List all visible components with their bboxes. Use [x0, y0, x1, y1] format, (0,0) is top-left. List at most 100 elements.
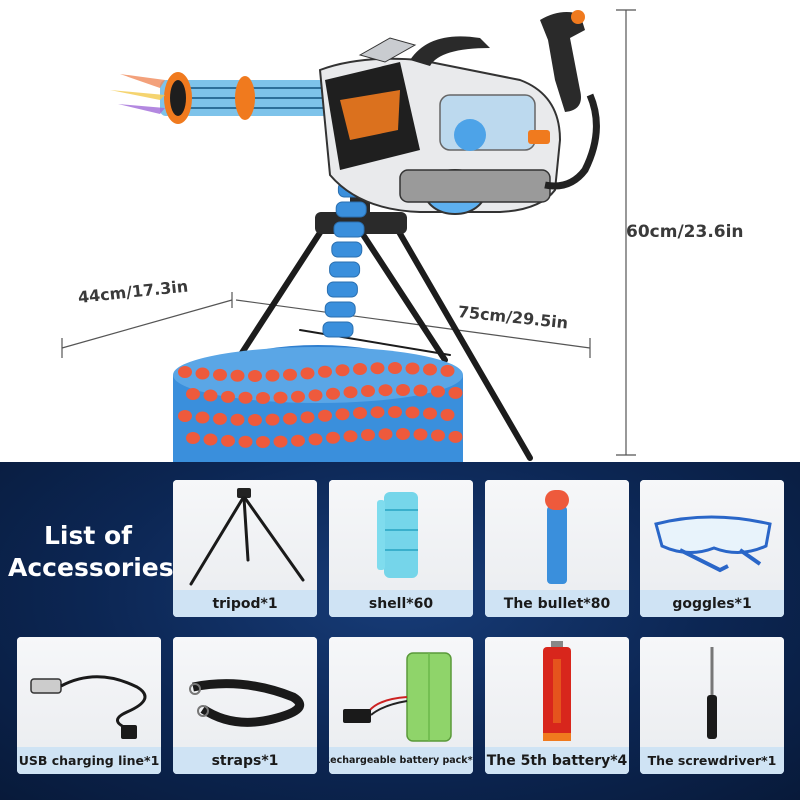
dart-tip	[195, 411, 210, 424]
dart-tip	[440, 364, 455, 377]
dart-tip	[291, 434, 305, 447]
dart-tip	[213, 368, 227, 381]
dart-tip	[203, 389, 218, 402]
ammo-belt-segment	[331, 241, 363, 258]
dart-tip	[230, 369, 245, 382]
accessory-card-bullet: The bullet*80	[485, 480, 629, 617]
dart-tip	[405, 406, 420, 419]
accessory-label: Rechargeable battery pack*1	[329, 747, 473, 774]
dart-tip	[343, 430, 358, 443]
dart-tip	[203, 433, 218, 446]
accessory-label: The screwdriver*1	[640, 747, 784, 774]
ammo-belt-segment	[335, 201, 367, 218]
dart-tip	[256, 391, 270, 404]
dart-tip	[230, 413, 245, 426]
dart-tip	[221, 390, 235, 403]
aa-battery-icon	[543, 641, 571, 741]
dart-tip	[326, 431, 340, 444]
dart-tip	[413, 384, 428, 397]
dart-tip	[265, 413, 280, 426]
accessory-card-usb-charging-line: USB charging line*1	[17, 637, 161, 774]
ammo-belt-segment	[326, 281, 358, 298]
dart-tip	[448, 430, 463, 443]
ammo-belt-segment	[329, 261, 361, 278]
accessory-label: shell*60	[329, 590, 473, 617]
dart-tip	[256, 435, 270, 448]
dart-tip	[370, 406, 385, 419]
dart-tip	[388, 362, 402, 375]
accessories-title: List of Accessories	[8, 521, 174, 582]
accessory-label: tripod*1	[173, 590, 317, 617]
accessory-label: straps*1	[173, 747, 317, 774]
dart-tip	[238, 391, 253, 404]
dart-tip	[291, 390, 305, 403]
bullet-icon	[545, 490, 569, 584]
height-dimension-label: 60cm/23.6in	[626, 222, 744, 242]
product-photo: 60cm/23.6in 44cm/17.3in 75cm/29.5in	[61, 9, 744, 462]
dart-tip	[300, 411, 315, 424]
screwdriver-icon	[707, 647, 717, 739]
goggles-icon	[654, 515, 772, 573]
dart-tip	[378, 428, 393, 441]
dart-tip	[423, 363, 437, 376]
dart-tip	[308, 389, 323, 402]
tripod-icon	[189, 488, 305, 586]
dart-tip	[448, 386, 463, 399]
dart-tip	[370, 362, 385, 375]
dart-tip	[318, 409, 332, 422]
accessory-label: goggles*1	[640, 590, 784, 617]
dart-tip	[353, 406, 367, 419]
accessory-label: USB charging line*1	[17, 747, 161, 774]
dart-tip	[178, 410, 192, 422]
dart-tip	[248, 413, 262, 426]
blaster-body	[110, 10, 600, 215]
dart-tip	[308, 433, 323, 446]
shell-icon	[377, 492, 418, 578]
accessory-card-tripod: tripod*1	[173, 480, 317, 617]
ammo-belt-segment	[333, 221, 365, 238]
accessory-card-straps: straps*1	[173, 637, 317, 774]
dart-tip	[195, 367, 210, 380]
dart-tip	[283, 368, 297, 381]
dart-tip	[440, 408, 455, 421]
ammo-belt-segment	[324, 301, 356, 318]
battery-pack-icon	[343, 652, 452, 742]
dart-tip	[273, 435, 288, 448]
dart-tip	[343, 386, 358, 399]
accessories-panel: List of Accessories tripod*1	[0, 462, 800, 800]
dart-tip	[405, 362, 420, 375]
accessory-card-aa-battery: The 5th battery*4	[485, 637, 629, 774]
dart-tip	[335, 364, 350, 377]
dart-tip	[431, 385, 445, 398]
dart-tip	[300, 367, 315, 380]
dart-tip	[396, 384, 410, 397]
dart-tip	[378, 384, 393, 397]
dart-tip	[361, 384, 375, 397]
dart-tip	[186, 388, 200, 400]
accessory-card-shell: shell*60	[329, 480, 473, 617]
dart-tip	[335, 408, 350, 421]
dart-tip	[326, 387, 340, 400]
dart-tip	[388, 406, 402, 419]
accessory-label: The bullet*80	[485, 590, 629, 617]
dart-tip	[178, 366, 192, 378]
gatling-blaster-illustration	[61, 9, 636, 462]
dart-tip	[221, 434, 235, 447]
dart-tip	[361, 428, 375, 441]
dart-tip	[283, 412, 297, 425]
dart-tip	[353, 362, 367, 375]
dart-tip	[238, 435, 253, 448]
accessory-card-goggles: goggles*1	[640, 480, 784, 617]
usb-cable-icon	[30, 675, 147, 739]
dimension-lines	[61, 9, 636, 456]
dart-tip	[423, 407, 437, 420]
dart-tip	[213, 412, 227, 425]
dart-tip	[248, 369, 262, 382]
dart-tips	[178, 362, 463, 448]
strap-icon	[189, 679, 305, 727]
dart-tip	[318, 365, 332, 378]
ammo-belt-segment	[322, 321, 354, 338]
dart-tip	[413, 428, 428, 441]
dart-tip	[273, 391, 288, 404]
dart-tip	[396, 428, 410, 441]
